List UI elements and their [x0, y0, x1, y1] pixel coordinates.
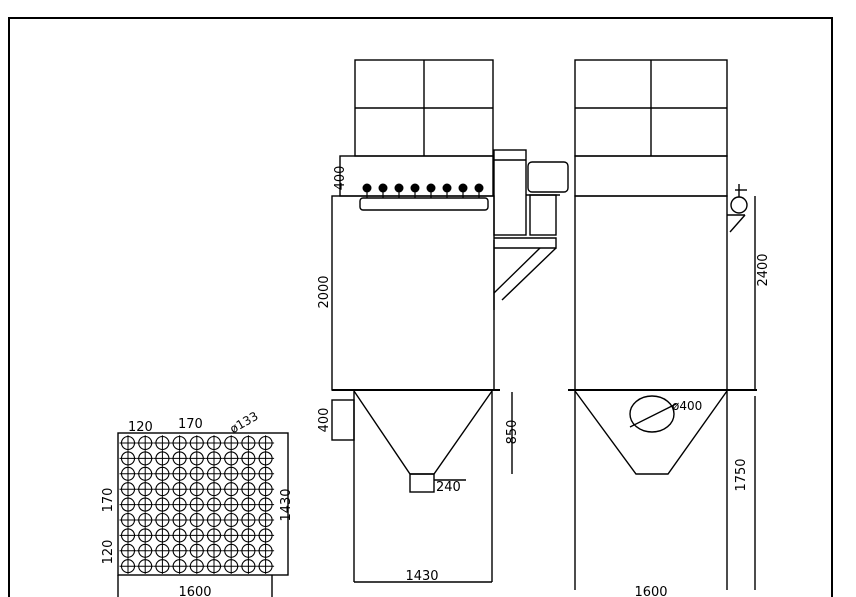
dim-plate-edge-margin-top: 120 [128, 420, 153, 435]
dim-side-width: 1600 [634, 585, 667, 597]
pulse-valve [458, 183, 468, 193]
dim-plate-pitch-top: 170 [178, 417, 203, 432]
dim-hopper-inlet-height: 400 [317, 408, 332, 433]
dim-side-body-height: 2400 [756, 253, 771, 286]
side-view [568, 59, 757, 590]
dim-plate-pitch-side: 170 [101, 488, 116, 513]
pulse-valve [410, 183, 420, 193]
dim-side-outlet-diameter: ø400 [672, 399, 702, 413]
pulse-valve [474, 183, 484, 193]
front-view [331, 59, 569, 583]
pulse-valve [378, 183, 388, 193]
pulse-valve [426, 183, 436, 193]
dim-front-width: 1430 [405, 569, 438, 584]
dim-body-height: 2000 [317, 275, 332, 308]
dim-side-leg-height: 1750 [734, 458, 749, 491]
dim-bag-diameter: ø133 [227, 409, 260, 436]
pulse-valves [362, 183, 484, 198]
dim-plate-width: 1600 [178, 585, 211, 597]
drawing-frame [8, 17, 833, 597]
tube-plate [117, 432, 289, 597]
tube-plate-holes [119, 435, 275, 574]
dim-plate-edge-margin-side: 120 [101, 540, 116, 565]
dim-outlet-width: 240 [436, 480, 461, 495]
dim-hopper-height: 850 [505, 420, 520, 445]
pulse-valve [362, 183, 372, 193]
dim-upper-section-height: 400 [333, 166, 348, 191]
pulse-valve [394, 183, 404, 193]
dim-plate-height: 1430 [279, 488, 294, 521]
pulse-valve [442, 183, 452, 193]
